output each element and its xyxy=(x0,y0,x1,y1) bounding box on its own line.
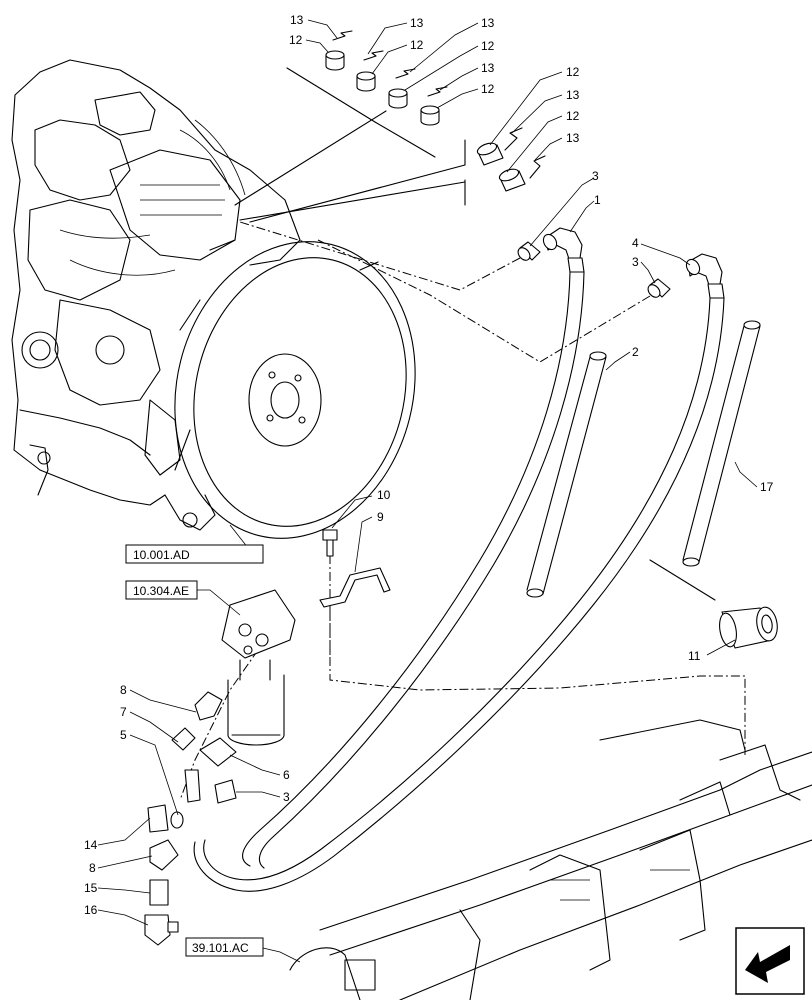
sleeve-part-12 xyxy=(388,88,408,109)
fitting-part-16 xyxy=(144,914,179,946)
hose-part-2 xyxy=(526,351,607,598)
callout-12: 12 xyxy=(289,33,303,47)
callout-14: 14 xyxy=(84,838,98,852)
reference-frame-label: 39.101.AC xyxy=(192,941,249,955)
callout-2: 2 xyxy=(632,345,639,359)
callout-8: 8 xyxy=(120,683,127,697)
connector-part-11 xyxy=(649,559,778,649)
elbow-fitting-part-1 xyxy=(542,227,585,273)
reference-filter-label: 10.304.AE xyxy=(133,584,189,598)
callout-17: 17 xyxy=(760,480,774,494)
clip-part-13 xyxy=(504,127,523,151)
location-lines xyxy=(234,67,466,223)
callout-12: 12 xyxy=(566,65,580,79)
callout-12: 12 xyxy=(566,109,580,123)
callout-7: 7 xyxy=(120,705,127,719)
hose-part-1 xyxy=(242,271,585,869)
callout-4: 4 xyxy=(632,236,639,250)
reference-filter[interactable]: 10.304.AE xyxy=(125,580,198,600)
callout-10: 10 xyxy=(377,488,391,502)
clip-part-13 xyxy=(363,50,384,61)
adapter-part-3 xyxy=(214,779,237,804)
adapter-part-3 xyxy=(647,278,671,298)
bolt-part-10 xyxy=(322,529,338,557)
leader-lines xyxy=(97,19,758,963)
arrow-down-left-icon[interactable] xyxy=(735,927,805,995)
bracket-part-9 xyxy=(319,567,391,608)
sleeve-part-12 xyxy=(325,50,345,71)
plate-part-14 xyxy=(147,804,169,833)
elbow-fitting-part-4 xyxy=(685,253,725,299)
sleeve-part-12 xyxy=(498,168,526,192)
reference-frame[interactable]: 39.101.AC xyxy=(185,937,264,957)
callout-16: 16 xyxy=(84,903,98,917)
callout-9: 9 xyxy=(377,510,384,524)
filter-assembly xyxy=(221,589,296,746)
hose-part-17 xyxy=(682,320,761,567)
callout-15: 15 xyxy=(84,881,98,895)
hose-end-part-6 xyxy=(184,769,201,803)
callout-6: 6 xyxy=(283,768,290,782)
machine-frame xyxy=(289,719,812,1000)
elbow-part-8 xyxy=(194,691,223,721)
callout-labels: 13 12 13 12 13 12 13 12 12 13 12 13 3 1 … xyxy=(84,13,774,917)
callout-12: 12 xyxy=(481,82,495,96)
reference-engine-label: 10.001.AD xyxy=(133,548,190,562)
callout-5: 5 xyxy=(120,728,127,742)
callout-3: 3 xyxy=(283,790,290,804)
callout-13: 13 xyxy=(566,131,580,145)
sleeve-part-12 xyxy=(356,71,376,92)
callout-12: 12 xyxy=(481,39,495,53)
fitting-part-15 xyxy=(149,879,169,906)
hose-part-4 xyxy=(193,297,725,892)
oring-part-5 xyxy=(170,811,184,829)
callout-13: 13 xyxy=(290,13,304,27)
callout-13: 13 xyxy=(481,16,495,30)
callout-11: 11 xyxy=(688,649,701,663)
clip-and-sleeve-set xyxy=(325,30,546,192)
callout-8: 8 xyxy=(89,861,96,875)
callout-13: 13 xyxy=(481,61,495,75)
clip-part-13 xyxy=(395,68,416,79)
callout-1: 1 xyxy=(594,193,601,207)
sleeve-part-12 xyxy=(420,105,440,126)
center-lines xyxy=(179,221,746,801)
callout-3: 3 xyxy=(632,255,639,269)
callout-12: 12 xyxy=(410,38,424,52)
callout-13: 13 xyxy=(566,88,580,102)
engine-assembly xyxy=(11,59,301,531)
elbow-part-8 xyxy=(149,839,179,871)
clip-part-13 xyxy=(427,86,448,97)
callout-13: 13 xyxy=(410,16,424,30)
clip-part-13 xyxy=(529,155,546,179)
swivel-part-6 xyxy=(199,737,237,767)
sleeve-part-12 xyxy=(476,142,504,166)
fitting-part-7 xyxy=(171,727,196,751)
callout-3: 3 xyxy=(592,169,599,183)
reference-engine[interactable]: 10.001.AD xyxy=(125,544,264,564)
flywheel xyxy=(174,239,416,539)
clip-part-13 xyxy=(332,30,353,41)
adapter-part-3 xyxy=(517,241,541,261)
